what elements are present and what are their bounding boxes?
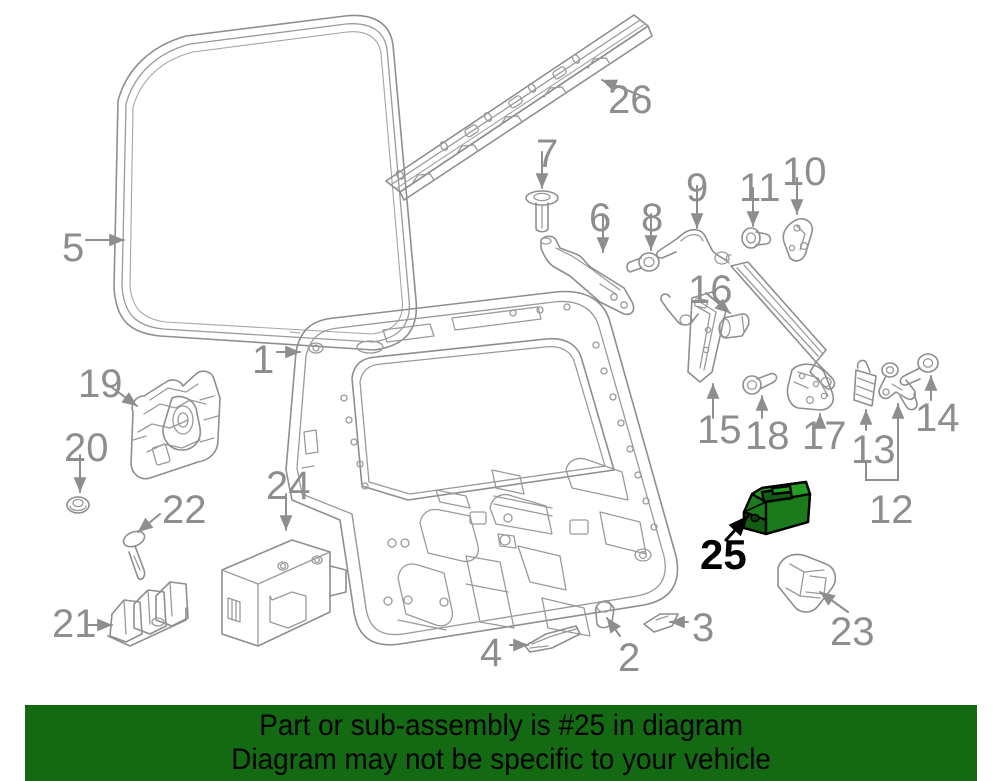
part-4-striker-trim — [524, 625, 581, 653]
part-24-control-module — [221, 539, 347, 647]
part-8-ball-stud — [626, 252, 660, 273]
callout-leader-lines — [73, 79, 938, 652]
part-7-push-pin-retainer — [525, 190, 559, 233]
part-18-ball-pin-screw — [742, 372, 778, 395]
leader-22 — [137, 513, 161, 533]
leader-19 — [109, 385, 138, 407]
leader-16 — [705, 292, 731, 314]
part-25-connector-module-highlight — [742, 480, 812, 536]
part-19-latch-actuator — [130, 370, 221, 480]
part-22-screw-fastener — [122, 530, 146, 581]
part-6-hinge-arm — [540, 235, 635, 316]
part-15-track-rail — [660, 291, 727, 383]
banner-line-1: Part or sub-assembly is #25 in diagram — [259, 709, 743, 742]
part-11-ball-stud-pivot — [741, 227, 772, 249]
part-13-motor-drive-unit — [853, 359, 877, 407]
part-note-banner: Part or sub-assembly is #25 in diagram D… — [25, 705, 977, 781]
part-14-link-arm — [899, 353, 939, 386]
leader-25 — [724, 514, 750, 542]
part-21-retainer-clip-set — [107, 581, 189, 647]
leader-26 — [601, 79, 645, 98]
leader-12-bracket — [865, 403, 899, 481]
leader-2 — [606, 617, 621, 637]
part-2-bumper-stop — [594, 600, 615, 629]
part-12-power-strut-kit — [878, 362, 918, 411]
part-16-bushing-grommet — [718, 313, 750, 339]
part-26-roof-trim-rail — [385, 14, 653, 201]
part-1-liftgate-panel — [285, 290, 679, 646]
leader-23 — [819, 591, 849, 613]
part-5-weatherstrip-seal — [113, 14, 418, 351]
part-23-cover-cap — [777, 553, 837, 613]
part-17-hinge-bracket — [786, 363, 835, 411]
banner-line-2: Diagram may not be specific to your vehi… — [231, 743, 771, 776]
part-20-grommet-plug — [66, 496, 90, 514]
part-9-gas-strut — [656, 228, 836, 390]
part-10-bracket-plate — [782, 217, 814, 262]
